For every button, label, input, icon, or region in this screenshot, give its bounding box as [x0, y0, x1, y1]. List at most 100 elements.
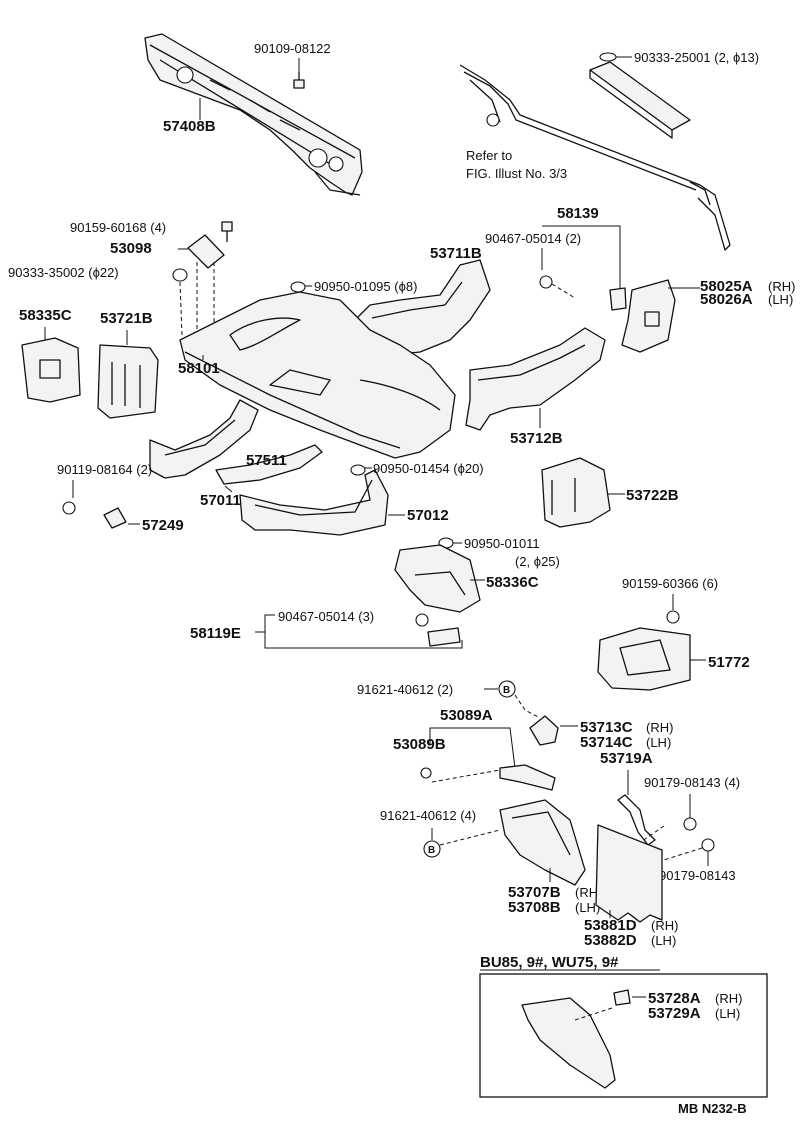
label-lh-2: (LH) — [646, 735, 671, 750]
label-91621-40612-a: 91621-40612 (2) — [357, 682, 453, 697]
nut-90179-b — [701, 838, 715, 852]
bracket-57249 — [103, 507, 127, 529]
crossmember-57012 — [239, 469, 389, 536]
panel-53712B — [465, 327, 606, 431]
plug-90950-01454 — [350, 464, 366, 476]
label-53712B: 53712B — [510, 430, 563, 447]
label-90333-25001: 90333-25001 (2, ϕ13) — [634, 50, 759, 65]
label-57012: 57012 — [407, 507, 449, 524]
label-lh-5: (LH) — [715, 1006, 740, 1021]
plug-90950-01095 — [290, 281, 306, 293]
label-58335C: 58335C — [19, 307, 72, 324]
label-lh-3: (LH) — [575, 900, 600, 915]
refer-text-1: Refer to — [466, 148, 512, 163]
label-57408B: 57408B — [163, 118, 216, 135]
bolt-90467-b — [415, 613, 429, 627]
nut-90179-a — [683, 817, 697, 831]
label-58101: 58101 — [178, 360, 220, 377]
bracket-51772 — [597, 627, 691, 691]
label-53881D: 53881D — [584, 917, 637, 934]
plate-53098 — [187, 234, 225, 269]
mudflap-53881D — [595, 824, 663, 923]
label-58026A: 58026A — [700, 291, 753, 308]
label-90467-05014-a: 90467-05014 (2) — [485, 231, 581, 246]
label-57249: 57249 — [142, 517, 184, 534]
plate-58119E — [427, 627, 461, 647]
bolt-letter-b-1: B — [503, 685, 510, 696]
label-53714C: 53714C — [580, 734, 633, 751]
label-51772: 51772 — [708, 654, 750, 671]
bolt-90109-08122 — [293, 72, 305, 89]
label-53728A: 53728A — [648, 990, 701, 1007]
label-53713C: 53713C — [580, 719, 633, 736]
panel-58025A — [621, 279, 676, 353]
label-90109-08122: 90109-08122 — [254, 41, 331, 56]
crossmember-57011 — [149, 399, 259, 479]
label-90950-01454: 90950-01454 (ϕ20) — [373, 461, 484, 476]
label-90179-08143-a: 90179-08143 (4) — [644, 775, 740, 790]
bracket-53089A — [499, 764, 556, 791]
bolt-90159-60168 — [221, 221, 233, 242]
label-90467-05014-b: 90467-05014 (3) — [278, 609, 374, 624]
bracket-58335C — [21, 337, 81, 403]
label-90159-60366: 90159-60366 (6) — [622, 576, 718, 591]
bolt-90119-08164 — [62, 501, 76, 515]
label-90950-01011: 90950-01011 — [464, 536, 540, 551]
label-53098: 53098 — [110, 240, 152, 257]
label-53882D: 53882D — [584, 932, 637, 949]
label-90159-60168: 90159-60168 (4) — [70, 220, 166, 235]
label-53707B: 53707B — [508, 884, 561, 901]
variant-box-title: BU85, 9#, WU75, 9# — [480, 954, 619, 971]
bolt-letter-b-2: B — [428, 845, 435, 856]
bolt-91621-b — [423, 840, 441, 858]
variant-box — [479, 973, 768, 1098]
label-lh-4: (LH) — [651, 933, 676, 948]
mudguard-53728A — [521, 997, 616, 1089]
label-57511: 57511 — [246, 452, 287, 469]
label-58025A: 58025A — [700, 278, 753, 295]
label-90333-35002: 90333-35002 (ϕ22) — [8, 265, 119, 280]
panel-53721B — [97, 344, 159, 419]
mudguard-53707B — [499, 799, 586, 886]
member-57511 — [215, 444, 323, 485]
label-rh-4: (RH) — [651, 918, 678, 933]
rail-section — [589, 61, 691, 139]
panel-53722B — [541, 457, 611, 528]
label-53708B: 53708B — [508, 899, 561, 916]
label-53719A: 53719A — [600, 750, 653, 767]
label-90119-08164: 90119-08164 (2) — [57, 462, 152, 477]
label-90179-08143-b: 90179-08143 — [659, 868, 736, 883]
label-58336C: 58336C — [486, 574, 539, 591]
bracket-58139 — [609, 287, 627, 311]
bolt-90159-60366 — [666, 610, 680, 624]
label-53729A: 53729A — [648, 1005, 701, 1022]
label-90950-01011-qty: (2, ϕ25) — [515, 554, 560, 569]
label-91621-40612-b: 91621-40612 (4) — [380, 808, 476, 823]
brake-line-assembly — [459, 64, 731, 251]
figure-code: MB N232-B — [678, 1101, 747, 1116]
label-57011: 57011 — [200, 492, 241, 509]
bracket-53713C — [529, 715, 559, 746]
bolt-90467-a — [539, 275, 553, 289]
label-53089A: 53089A — [440, 707, 493, 724]
label-53089B: 53089B — [393, 736, 446, 753]
bracket-58336C — [394, 544, 481, 613]
plug-90333-35002 — [172, 268, 188, 282]
bracket-53728A — [613, 989, 631, 1006]
label-rh-1: (RH) — [768, 279, 795, 294]
label-lh-1: (LH) — [768, 292, 793, 307]
label-58139: 58139 — [557, 205, 599, 222]
label-90950-01095: 90950-01095 (ϕ8) — [314, 279, 417, 294]
label-rh-5: (RH) — [715, 991, 742, 1006]
plug-90333-25001 — [599, 52, 617, 62]
label-rh-2: (RH) — [646, 720, 673, 735]
floor-pan-58101 — [179, 291, 456, 459]
label-53721B: 53721B — [100, 310, 153, 327]
label-58119E: 58119E — [190, 625, 241, 642]
label-53722B: 53722B — [626, 487, 679, 504]
label-53711B: 53711B — [430, 245, 482, 262]
cowl-panel-57408B — [144, 33, 363, 196]
bolt-91621-a — [498, 680, 516, 698]
refer-text-2: FIG. Illust No. 3/3 — [466, 166, 567, 181]
